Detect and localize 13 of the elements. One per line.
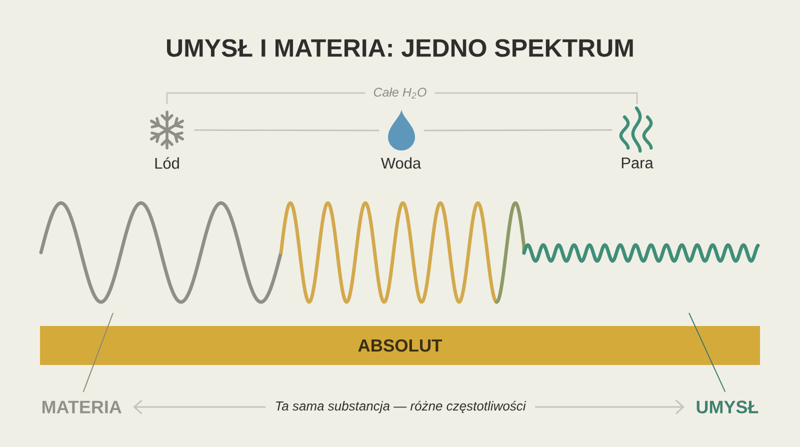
bracket-label: Całe H$_{2}$O [365,86,435,100]
leader-line [688,312,726,392]
title: UMYSŁ I MATERIA: JEDNO SPEKTRUM [167,39,633,57]
term-label: UMYSŁ [696,400,758,414]
edge-label: Ta sama substancja — różne częstotliwości [266,398,536,416]
leader-line [82,312,114,392]
icon-caption: Para [622,158,654,168]
band: ABSOLUT [40,326,760,365]
icon-caption: Lód [155,157,179,169]
connector-line [194,129,380,132]
term-label: MATERIA [42,400,122,414]
icon-caption: Woda [380,157,422,169]
connector-line [424,129,612,132]
